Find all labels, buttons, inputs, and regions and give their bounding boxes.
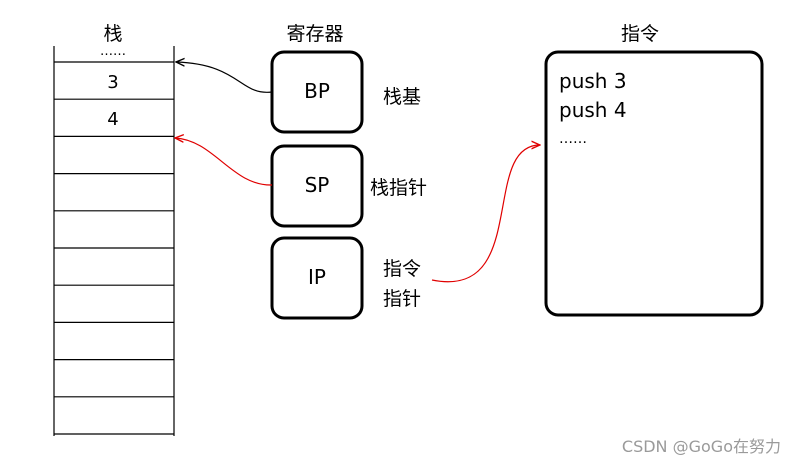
instructions-box: [544, 50, 764, 317]
register-ip-name: IP: [308, 265, 326, 289]
registers-title: 寄存器: [286, 23, 343, 45]
instruction-line: ……: [559, 131, 587, 147]
instruction-line: push 4: [559, 98, 627, 122]
stack-top-ellipsis: ……: [100, 44, 126, 59]
register-ip-desc: 指令: [383, 258, 421, 280]
register-bp-desc: 栈基: [383, 86, 421, 108]
bp-pointer-arrow: [176, 62, 273, 93]
stack-title: 栈: [103, 23, 122, 45]
register-sp-name: SP: [305, 173, 330, 197]
sp-pointer-arrow: [175, 138, 273, 186]
stack-column: 34: [53, 46, 175, 436]
register-sp-box: [270, 144, 364, 228]
register-sp-desc: 栈指针: [370, 177, 427, 199]
instructions-title: 指令: [621, 23, 659, 45]
stack-cell-value: 3: [107, 72, 118, 93]
instruction-line: push 3: [559, 69, 627, 93]
register-bp-name: BP: [304, 79, 330, 103]
stack-cell-value: 4: [107, 109, 118, 130]
register-ip-desc: 指针: [383, 288, 421, 310]
ip-pointer-arrow: [431, 145, 540, 283]
watermark-text: CSDN @GoGo在努力: [622, 437, 781, 456]
register-ip-box: [270, 236, 364, 320]
